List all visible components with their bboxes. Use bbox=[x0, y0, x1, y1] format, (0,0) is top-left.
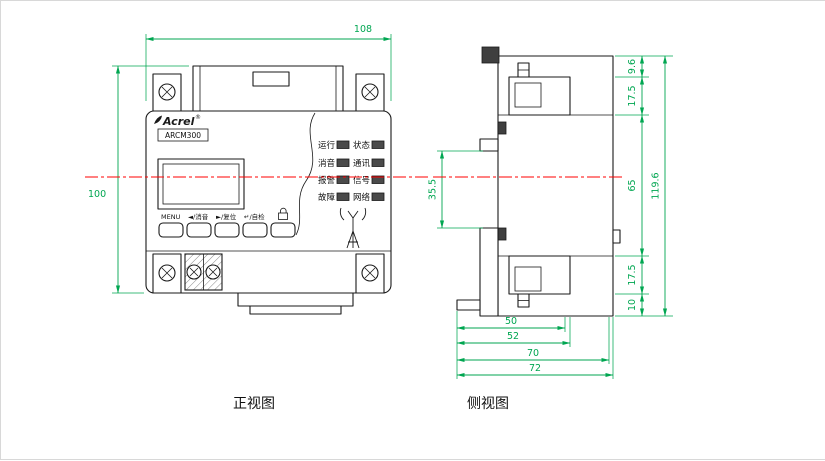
led-fault-icon bbox=[336, 192, 350, 201]
dim-70: 70 bbox=[527, 348, 539, 359]
lock-icon bbox=[278, 207, 288, 220]
right-reset-button-label: ►/复位 bbox=[216, 212, 237, 221]
led-mute-icon bbox=[336, 158, 350, 167]
right-reset-button bbox=[214, 222, 240, 238]
led-label: 状态 bbox=[353, 140, 371, 151]
menu-button-label: MENU bbox=[161, 213, 181, 221]
side-view: 9.6 17.5 65 17.5 10 119.6 35.5 50 52 70 … bbox=[428, 46, 673, 379]
side-antenna-stub bbox=[481, 46, 500, 64]
led-indicator-rows: 运行 状态 消音 通讯 报警 信号 故障 网络 bbox=[318, 140, 385, 203]
dim-50: 50 bbox=[505, 316, 517, 327]
din-clip-body bbox=[479, 227, 499, 317]
led-label: 消音 bbox=[318, 158, 336, 169]
left-mute-button bbox=[186, 222, 212, 238]
side-bottom-dimensions: 50 52 70 72 bbox=[456, 311, 614, 379]
side-right-dimensions: 9.6 17.5 65 17.5 10 119.6 bbox=[615, 55, 673, 317]
rail-hook-top bbox=[497, 121, 507, 135]
antenna-icon bbox=[339, 207, 367, 249]
led-label: 通讯 bbox=[353, 158, 371, 169]
led-label: 信号 bbox=[353, 175, 370, 186]
dim-total-119-6: 119.6 bbox=[651, 172, 662, 199]
side-view-title: 侧视图 bbox=[467, 396, 509, 412]
menu-button bbox=[158, 222, 184, 238]
dim-65: 65 bbox=[627, 179, 638, 191]
led-comm-icon bbox=[371, 158, 385, 167]
dim-52: 52 bbox=[507, 331, 519, 342]
left-mute-button-label: ◄/消音 bbox=[188, 212, 209, 221]
front-height-dimension: 100 bbox=[88, 189, 106, 200]
lock-button bbox=[270, 222, 296, 238]
led-network-icon bbox=[371, 192, 385, 201]
front-dimensions: 108 100 bbox=[88, 24, 392, 294]
rail-hook-bottom bbox=[497, 227, 507, 241]
led-label: 报警 bbox=[318, 175, 336, 186]
led-label: 网络 bbox=[353, 192, 371, 203]
panel-wave-line bbox=[295, 112, 316, 236]
front-bottom-tab bbox=[237, 292, 354, 307]
side-top-terminal bbox=[508, 62, 571, 116]
led-status-icon bbox=[371, 140, 385, 149]
led-signal-icon bbox=[371, 175, 385, 184]
front-panel-buttons bbox=[158, 222, 296, 238]
enter-selftest-button bbox=[242, 222, 268, 238]
button-labels: MENU ◄/消音 ►/复位 ↵/自检 bbox=[161, 207, 288, 221]
side-bottom-terminal bbox=[508, 255, 571, 308]
acrel-leaf-logo-icon bbox=[154, 115, 162, 124]
mount-ear-top-left bbox=[152, 73, 182, 112]
dim-10: 10 bbox=[627, 299, 638, 311]
enter-selftest-button-label: ↵/自检 bbox=[244, 212, 265, 221]
front-width-dimension: 108 bbox=[354, 24, 372, 35]
lcd-display bbox=[157, 158, 245, 210]
mount-ear-bottom-left bbox=[152, 253, 182, 294]
din-clip-lever bbox=[456, 299, 481, 311]
side-rail-dimension: 35.5 bbox=[428, 150, 483, 229]
dim-9-6: 9.6 bbox=[627, 59, 638, 74]
led-alarm-icon bbox=[336, 175, 350, 184]
mount-ear-bottom-right bbox=[355, 253, 385, 294]
terminal-block bbox=[184, 253, 223, 291]
model-label-box bbox=[157, 128, 209, 142]
front-top-tab-walls bbox=[199, 66, 337, 111]
front-view-title: 正视图 bbox=[233, 396, 275, 412]
dim-rail-35-5: 35.5 bbox=[428, 179, 439, 200]
led-run-icon bbox=[336, 140, 350, 149]
lcd-display-inner bbox=[162, 163, 240, 205]
din-clip-hook bbox=[479, 138, 499, 152]
side-front-notch bbox=[612, 229, 621, 244]
model-text: ARCM300 bbox=[165, 131, 201, 140]
dim-72: 72 bbox=[529, 363, 541, 374]
brand-text: Acrel bbox=[162, 115, 195, 128]
front-top-tab-notch bbox=[252, 71, 290, 87]
front-view: Acrel ® ARCM300 运行 状态 消音 通讯 报警 信号 故障 网络 bbox=[85, 24, 429, 315]
front-bottom-tab-step bbox=[249, 305, 342, 315]
dim-17-5-top: 17.5 bbox=[627, 85, 638, 106]
mount-ear-top-right bbox=[355, 73, 385, 112]
led-label: 故障 bbox=[318, 192, 336, 203]
dim-17-5-bottom: 17.5 bbox=[627, 264, 638, 285]
led-label: 运行 bbox=[318, 140, 336, 151]
registered-mark: ® bbox=[195, 114, 201, 121]
